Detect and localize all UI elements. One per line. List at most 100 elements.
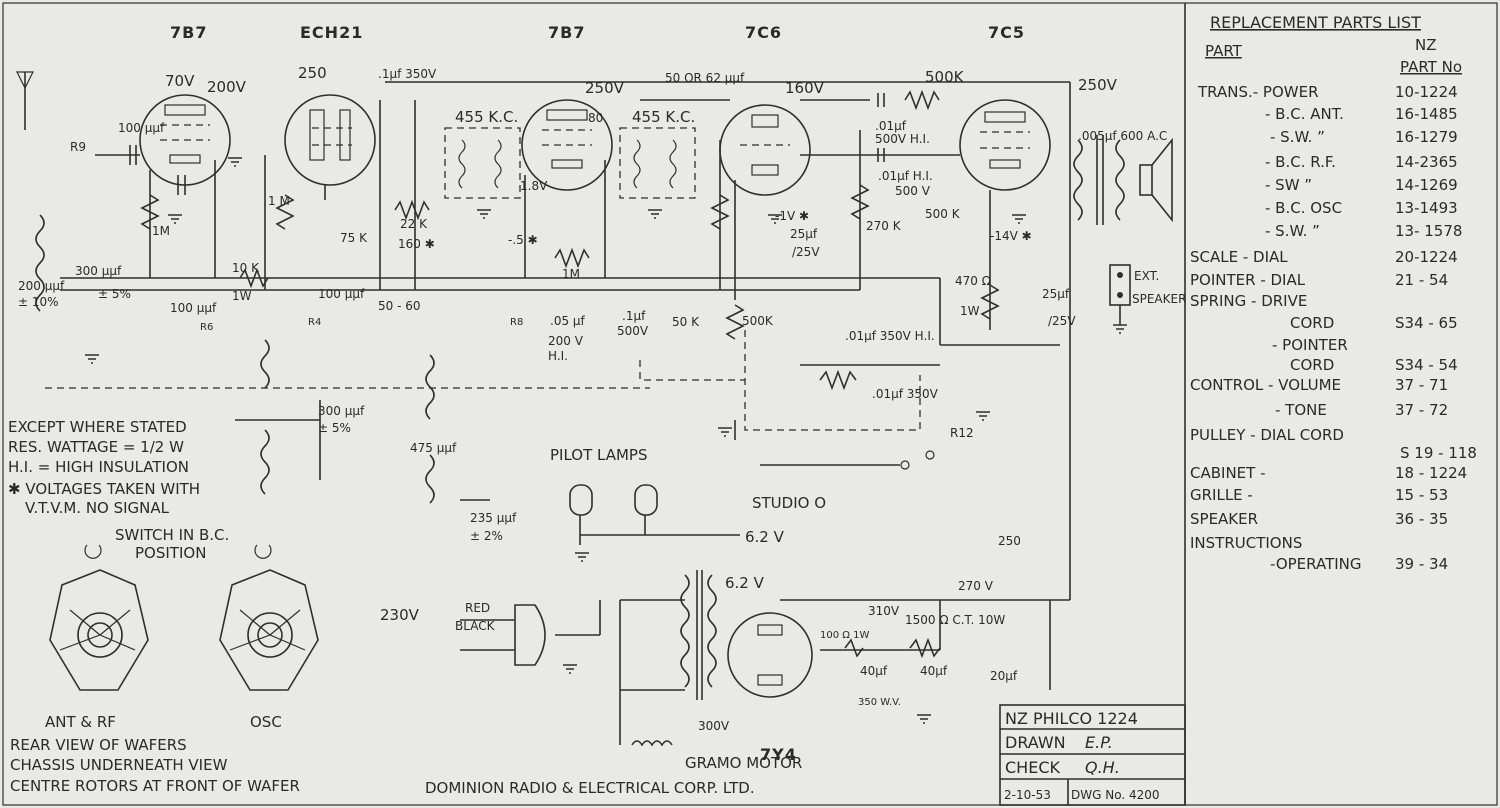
parts-row-part: CONTROL - VOLUME xyxy=(1190,376,1341,394)
v18-label: 1.8V xyxy=(520,179,548,193)
c01c-label: .01µf 350V H.I. xyxy=(845,329,935,343)
parts-row-part: TRANS.- POWER xyxy=(1197,83,1319,101)
parts-row-number: 37 - 72 xyxy=(1395,401,1448,419)
red-wire-label: RED xyxy=(465,601,490,615)
c25b-label: 25µf xyxy=(1042,287,1070,301)
v160b-label: 160 ✱ xyxy=(398,237,435,251)
tube-v3-envelope xyxy=(521,99,613,191)
parts-row-part: SPRING - DRIVE xyxy=(1190,292,1307,310)
parts-col-partno: PART No xyxy=(1400,58,1462,76)
c100a-label: 100 µµf xyxy=(118,121,165,135)
parts-row-number: 13- 1578 xyxy=(1395,222,1462,240)
c50or62-label: 50 OR 62 µµf xyxy=(665,71,745,85)
r100-label: 100 Ω 1W xyxy=(820,630,869,641)
c100c-label: 100 µµf xyxy=(318,287,365,301)
parts-row-part: PULLEY - DIAL CORD xyxy=(1190,426,1344,444)
c01b-label: .01µf H.I. xyxy=(878,169,933,183)
c40a-label: 40µf xyxy=(860,664,888,678)
tube-v6-envelope xyxy=(727,612,813,698)
model-number: NZ PHILCO 1224 xyxy=(1005,709,1138,728)
c1uf500v-label: 500V xyxy=(617,324,649,338)
tube-label-v4: 7C6 xyxy=(745,23,782,42)
r1m-b-label: 1 M xyxy=(268,194,290,208)
c05-v-label: 200 V xyxy=(548,334,584,348)
parts-row-number: S 19 - 118 xyxy=(1400,444,1477,462)
tube-label-v3: 7B7 xyxy=(548,23,585,42)
switch-title-1: SWITCH IN B.C. xyxy=(115,526,229,544)
parts-row-part: GRILLE - xyxy=(1190,486,1253,504)
c235-label: 235 µµf xyxy=(470,511,517,525)
r12-label: R12 xyxy=(950,426,974,440)
wafer-note-2: CHASSIS UNDERNEATH VIEW xyxy=(10,756,228,774)
c350wv-label: 350 W.V. xyxy=(858,697,901,708)
v250c-label: 250V xyxy=(1078,76,1118,94)
r270k-label: 270 K xyxy=(866,219,902,233)
tube-label-v2: ECH21 xyxy=(300,23,363,42)
c300b-label: 300 µµf xyxy=(318,404,365,418)
c1uf350-label: .1µf 350V xyxy=(378,67,437,81)
parts-row-number: 15 - 53 xyxy=(1395,486,1448,504)
c300a-label: 300 µµf xyxy=(75,264,122,278)
parts-row-number: 18 - 1224 xyxy=(1395,464,1467,482)
ac-label: .005µf 600 A.C xyxy=(1078,129,1167,143)
c20-label: 20µf xyxy=(990,669,1018,683)
parts-row-part: - B.C. ANT. xyxy=(1265,105,1344,123)
gramo-motor-label: GRAMO MOTOR xyxy=(685,754,802,772)
parts-row-part: - B.C. OSC xyxy=(1265,199,1342,217)
c01a-v-label: 500V H.I. xyxy=(875,132,930,146)
title-block: NZ PHILCO 1224 DRAWN E.P. CHECK Q.H. 2-1… xyxy=(999,704,1186,806)
parts-row-number: S34 - 65 xyxy=(1395,314,1458,332)
r4-label: R4 xyxy=(308,317,321,328)
parts-row-part: - S.W. ” xyxy=(1265,222,1320,240)
parts-row-number: 13-1493 xyxy=(1395,199,1458,217)
drawn-initials: E.P. xyxy=(1085,733,1113,752)
main-wiring xyxy=(16,71,1173,747)
parts-row-part: POINTER - DIAL xyxy=(1190,271,1306,289)
v270-label: 270 V xyxy=(958,579,994,593)
v160-label: 160V xyxy=(785,79,825,97)
c25a-v-label: /25V xyxy=(792,245,820,259)
ant-rf-label: ANT & RF xyxy=(45,713,116,731)
parts-row-part: INSTRUCTIONS xyxy=(1190,534,1302,552)
note-line-3: H.I. = HIGH INSULATION xyxy=(8,458,189,476)
v62a-label: 6.2 V xyxy=(725,574,765,592)
parts-row-part: - S.W. ” xyxy=(1270,128,1325,146)
r9-label: R9 xyxy=(70,140,86,154)
v310-label: 310V xyxy=(868,604,900,618)
v80-label: 80 xyxy=(588,111,603,125)
parts-row-number: 20-1224 xyxy=(1395,248,1458,266)
ant-rf-wafer xyxy=(49,544,149,691)
parts-row-number: 16-1485 xyxy=(1395,105,1458,123)
parts-row-number: 14-1269 xyxy=(1395,176,1458,194)
c300a-tol-label: ± 5% xyxy=(98,287,131,301)
r10k-label: 10 K xyxy=(232,261,260,275)
vminus5-label: -.5 ✱ xyxy=(508,233,538,247)
r500k-c-label: 500 K xyxy=(925,207,961,221)
check-label: CHECK xyxy=(1005,758,1060,777)
r22k-label: 22 K xyxy=(400,217,428,231)
r6-label: R6 xyxy=(200,322,213,333)
osc-wafer xyxy=(219,544,319,691)
v62b-label: 6.2 V xyxy=(745,528,785,546)
v250d-label: 250 xyxy=(998,534,1021,548)
osc-label: OSC xyxy=(250,713,282,731)
check-initials: Q.H. xyxy=(1085,758,1120,777)
c05-h-label: H.I. xyxy=(548,349,568,363)
drawing-date: 2-10-53 xyxy=(1004,788,1051,802)
parts-row-part: CORD xyxy=(1290,356,1334,374)
r500k-b-label: 500K xyxy=(742,314,774,328)
tube-v2-envelope xyxy=(284,94,376,200)
parts-row-number: 14-2365 xyxy=(1395,153,1458,171)
parts-row-number: 36 - 35 xyxy=(1395,510,1448,528)
tube-v1-envelope xyxy=(139,94,231,195)
v200-label: 200V xyxy=(207,78,247,96)
parts-row-number: 39 - 34 xyxy=(1395,555,1448,573)
c300b-tol-label: ± 5% xyxy=(318,421,351,435)
v70-label: 70V xyxy=(165,72,195,90)
c25a-label: 25µf xyxy=(790,227,818,241)
tube-label-v6: 7Y4 xyxy=(760,745,797,764)
parts-row-part: SCALE - DIAL xyxy=(1190,248,1288,266)
r500k-a-label: 500K xyxy=(925,68,965,86)
c5060-label: 50 - 60 xyxy=(378,299,421,313)
note-line-5: V.T.V.M. NO SIGNAL xyxy=(25,499,170,517)
